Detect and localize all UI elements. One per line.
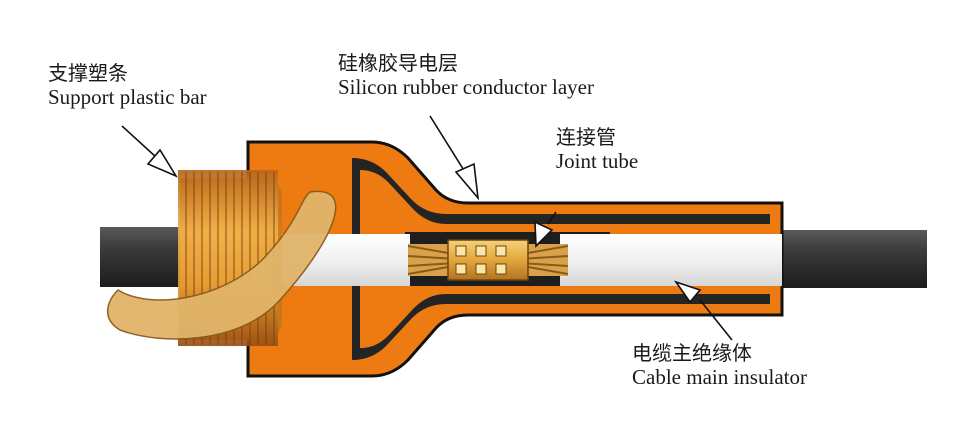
support-bar-label-en: Support plastic bar [48, 85, 207, 109]
conductor-layer-label-en: Silicon rubber conductor layer [338, 75, 594, 99]
right-main-insulator [560, 234, 782, 286]
joint-tube-label-en: Joint tube [556, 149, 639, 173]
support-bar-label-zh: 支撑塑条 [48, 61, 128, 85]
joint-tube-label: 连接管 Joint tube [556, 125, 639, 174]
conductor-layer-label: 硅橡胶导电层 Silicon rubber conductor layer [338, 51, 594, 100]
main-insulator-label-zh: 电缆主绝缘体 [632, 341, 752, 365]
support-plastic-bar [107, 170, 337, 346]
joint-tube-label-zh: 连接管 [556, 125, 616, 149]
joint-tube [447, 239, 529, 281]
right-cable-jacket [775, 230, 927, 288]
support-bar-label: 支撑塑条 Support plastic bar [48, 61, 207, 110]
callout-arrows [121, 115, 733, 341]
conductor-layer-label-zh: 硅橡胶导电层 [338, 51, 458, 75]
main-insulator-label-en: Cable main insulator [632, 365, 807, 389]
main-insulator-label: 电缆主绝缘体 Cable main insulator [632, 341, 807, 390]
